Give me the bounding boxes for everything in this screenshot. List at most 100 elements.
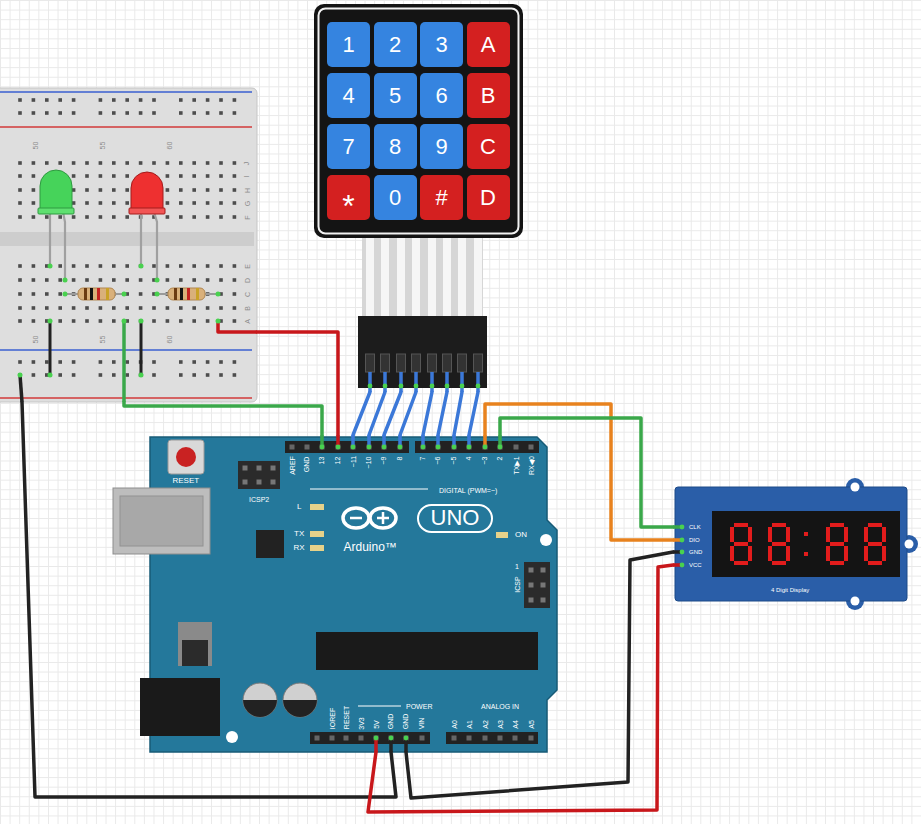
breadboard-hole <box>192 174 196 178</box>
wire <box>400 392 416 435</box>
rail-line <box>0 126 252 128</box>
wire-stub <box>414 372 418 392</box>
key-label: 6 <box>435 85 447 107</box>
segment <box>730 527 734 542</box>
breadboard-hole <box>99 278 103 282</box>
connector-slot <box>443 354 452 372</box>
breadboard-hole <box>18 278 22 282</box>
breadboard-hole <box>139 306 143 310</box>
wire <box>438 392 447 435</box>
breadboard-hole <box>99 201 103 205</box>
pin-marker <box>48 319 53 324</box>
breadboard-hole <box>32 188 36 192</box>
row-letter: D <box>244 277 251 282</box>
connector-slot <box>412 354 421 372</box>
breadboard-hole <box>219 174 223 178</box>
pin-label: 2 <box>496 456 503 460</box>
wire-stub <box>460 372 464 392</box>
pin-label: A3 <box>496 720 503 729</box>
breadboard-hole <box>219 161 223 165</box>
breadboard-hole <box>18 292 22 296</box>
led-label: TX <box>294 530 304 538</box>
header-pin <box>529 598 534 603</box>
breadboard-hole <box>99 161 103 165</box>
logo-symbol <box>350 512 389 524</box>
keypad-key: A <box>467 22 510 67</box>
pin-marker <box>430 384 435 389</box>
breadboard-hole <box>112 201 116 205</box>
rail-hole <box>206 360 210 364</box>
arduino-board: RESETICSP2AREFGND1312~11~10~987~6~54~32T… <box>150 435 556 752</box>
breadboard-hole <box>233 201 237 205</box>
breadboard-hole <box>85 215 89 219</box>
rail-hole <box>179 373 183 377</box>
capacitor <box>283 700 317 717</box>
breadboard-hole <box>233 161 237 165</box>
wire <box>353 392 370 435</box>
breadboard-body <box>0 88 257 402</box>
breadboard-hole <box>152 264 156 268</box>
breadboard-hole <box>166 264 170 268</box>
header-pin <box>243 466 248 471</box>
segment <box>830 542 844 546</box>
pin-label: 8 <box>396 456 403 460</box>
rail-hole <box>45 111 49 115</box>
segment <box>868 542 882 546</box>
breadboard-hole <box>125 278 129 282</box>
brand-name: Arduino™ <box>344 541 397 553</box>
rail-hole <box>72 360 76 364</box>
pin-label: 7 <box>419 456 426 460</box>
breadboard-hole <box>18 188 22 192</box>
rail-hole <box>45 360 49 364</box>
rail-hole <box>72 111 76 115</box>
segment <box>768 527 772 542</box>
pin-label: GND <box>689 549 702 555</box>
pin-marker <box>421 445 426 450</box>
breadboard-hole <box>179 306 183 310</box>
smd-led <box>310 545 324 551</box>
breadboard-hole <box>219 278 223 282</box>
jumper-wire <box>140 321 143 375</box>
breadboard-hole <box>233 319 237 323</box>
header-pin <box>513 736 518 741</box>
rail-hole <box>179 111 183 115</box>
rail-hole <box>45 98 49 102</box>
key-label: 1 <box>342 34 354 56</box>
breadboard-hole <box>139 292 143 296</box>
wire-stub <box>476 372 480 392</box>
breadboard-hole <box>125 306 129 310</box>
row-letter: F <box>244 215 251 219</box>
header-pin <box>420 736 425 741</box>
breadboard-hole <box>18 264 22 268</box>
segment <box>844 546 848 561</box>
wire <box>469 392 478 435</box>
rail-line <box>0 91 252 93</box>
pin-label: 5V <box>372 720 379 729</box>
breadboard-hole <box>58 215 62 219</box>
key-label: 9 <box>435 136 447 158</box>
led-leg <box>50 212 65 280</box>
breadboard-hole <box>166 174 170 178</box>
breadboard-hole <box>206 174 210 178</box>
column-number: 60 <box>166 141 173 149</box>
rail-hole <box>219 111 223 115</box>
power-jack <box>140 678 220 736</box>
breadboard-hole <box>45 306 49 310</box>
connector-slot <box>381 354 390 372</box>
pin-marker <box>399 384 404 389</box>
rail-hole <box>206 98 210 102</box>
segment <box>772 523 786 527</box>
breadboard-hole <box>233 306 237 310</box>
pin-header <box>310 732 430 744</box>
header-pin <box>541 568 546 573</box>
segment <box>868 523 882 527</box>
led-label: RX <box>294 544 305 552</box>
pin-label: ~6 <box>434 456 441 464</box>
pin-label: RX◀0 <box>528 456 535 475</box>
header-pin <box>243 480 248 485</box>
wire <box>368 565 673 812</box>
rail-hole <box>152 360 156 364</box>
pin-label: ~11 <box>350 456 357 467</box>
